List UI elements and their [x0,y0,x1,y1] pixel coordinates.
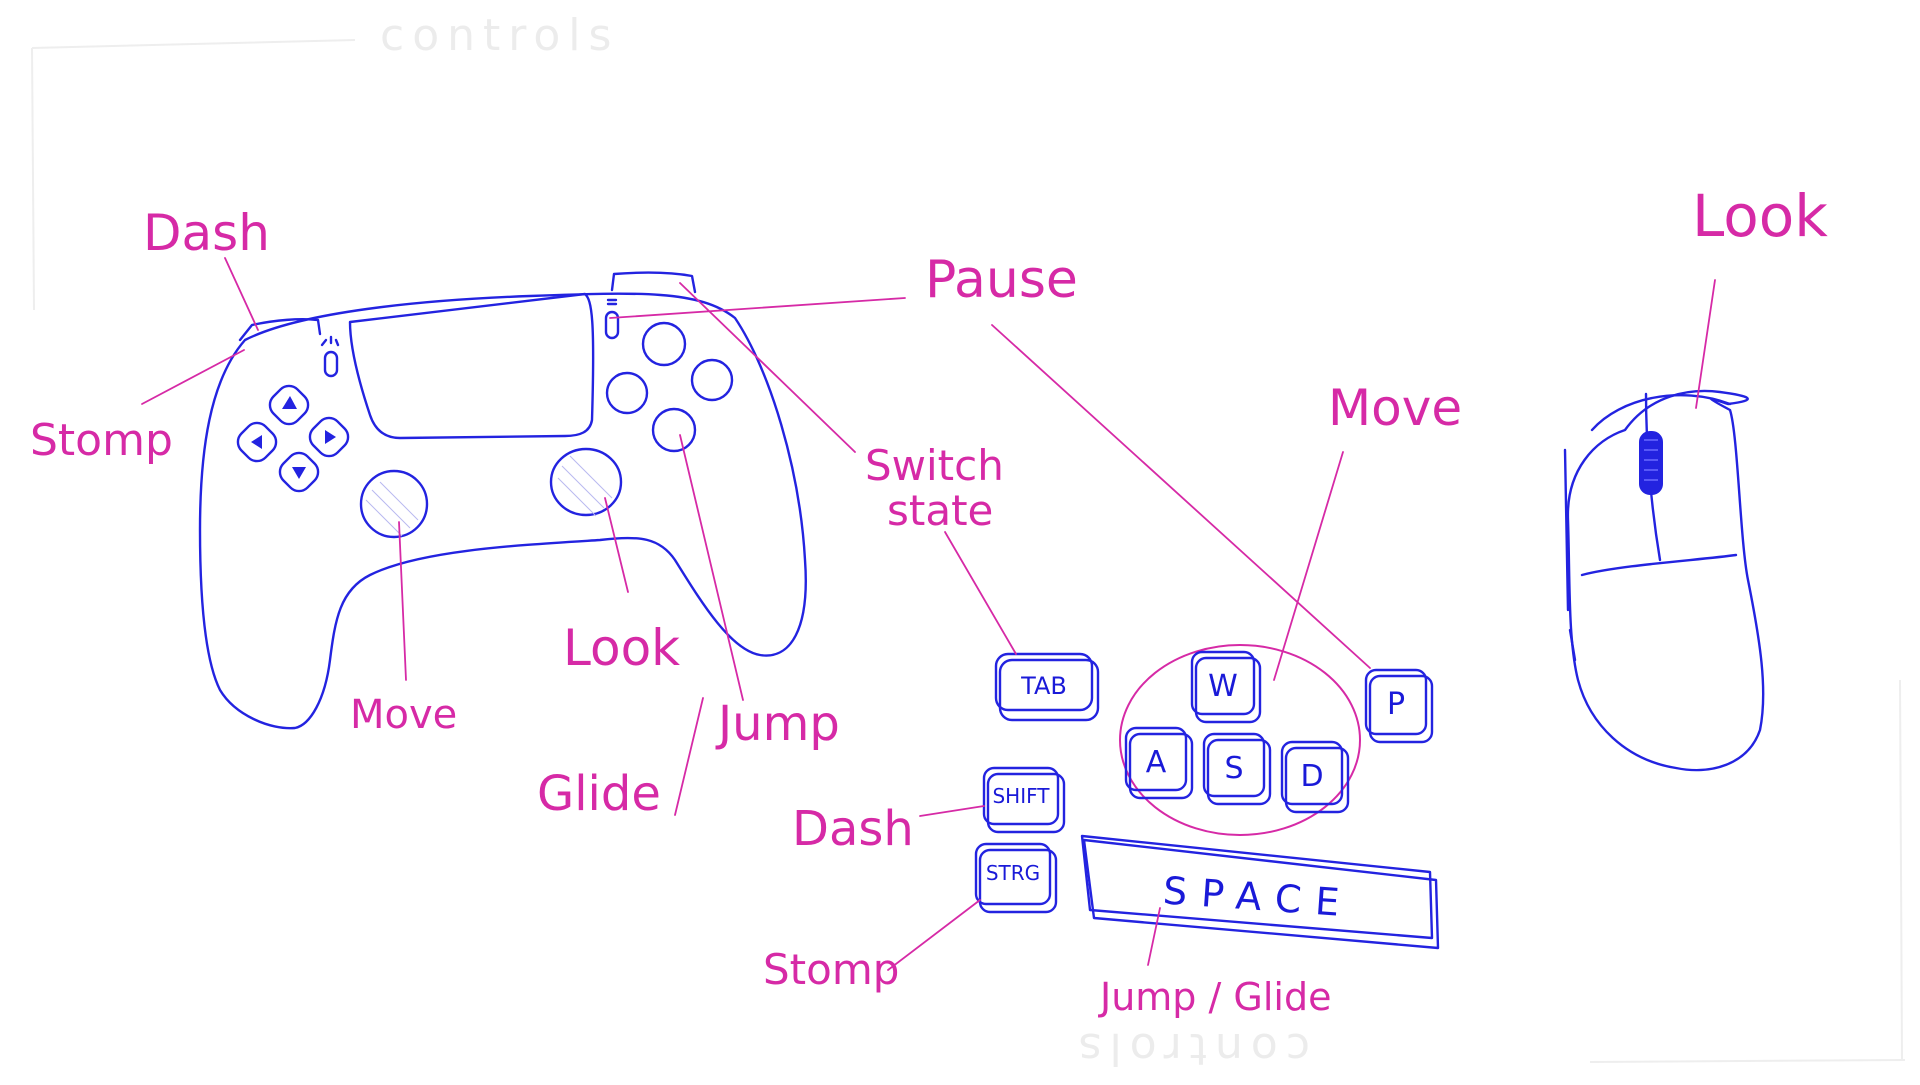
watermark-bottom: controls [1071,1023,1310,1074]
dash-label-gamepad: Dash [143,204,270,262]
a-key-icon: A [1124,726,1194,800]
shift-key-icon: SHIFT [982,766,1066,834]
d-key-icon: D [1280,740,1350,814]
strg-key-label: STRG [986,861,1040,885]
space-key-label: SPACE [1162,868,1355,925]
switch-state-label-line1: Switch [865,441,1004,490]
p-key-icon: P [1364,668,1434,744]
switch-state-label-line2: state [887,486,993,535]
mouse-body [1566,389,1765,772]
mouse-callout [1695,279,1716,409]
right-stick-icon [549,447,623,517]
glide-label-gamepad: Glide [537,766,661,822]
move-label-gamepad: Move [350,692,457,738]
left-shoulder-button [238,318,322,342]
move-label-keyboard: Move [1328,379,1462,437]
gamepad-icon [198,271,807,730]
look-label-mouse: Look [1692,182,1828,250]
options-button [604,310,620,340]
background-frame: controls controls [31,10,1906,1074]
s-key-icon: S [1202,732,1272,806]
s-key-label: S [1224,751,1243,786]
shift-key-label: SHIFT [992,784,1050,808]
a-key-label: A [1146,745,1167,780]
mouse-icon [1563,389,1765,772]
look-label-gamepad: Look [563,619,680,677]
keyboard-keys: TAB W A S D P [974,644,1440,950]
jump-glide-label-keyboard: Jump / Glide [1098,975,1331,1019]
gamepad-callouts [141,257,1371,816]
w-key-label: W [1208,669,1238,704]
stomp-label-keyboard: Stomp [763,945,899,994]
dpad-icon [236,384,350,493]
stomp-label-gamepad: Stomp [30,415,173,466]
space-key-icon: SPACE [1080,834,1440,950]
scroll-wheel-icon [1639,431,1663,495]
right-shoulder-button [610,271,697,294]
strg-key-icon: STRG [974,842,1058,914]
w-key-icon: W [1190,650,1262,724]
watermark-top: controls [380,10,619,61]
face-buttons-icon [605,321,734,453]
create-button [323,350,339,378]
keyboard-callouts [887,451,1344,971]
tab-key-label: TAB [1020,672,1067,700]
left-stick-icon [359,469,429,539]
gamepad-body [198,292,807,730]
tab-key-icon: TAB [994,652,1100,722]
p-key-label: P [1387,687,1405,722]
wasd-highlight-ring [1119,644,1361,836]
d-key-label: D [1300,759,1323,794]
jump-label-gamepad: Jump [715,696,840,752]
gamepad-touchpad [348,292,595,440]
pause-label: Pause [925,250,1078,310]
dash-label-keyboard: Dash [792,801,914,857]
